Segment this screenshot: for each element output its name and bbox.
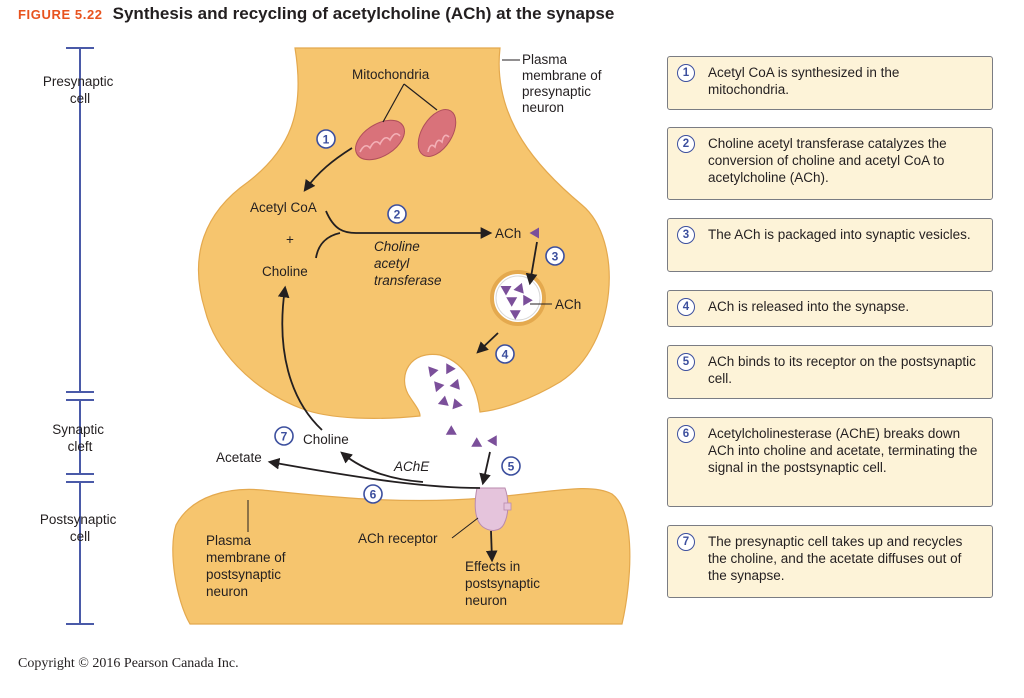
step-box-3: 3 The ACh is packaged into synaptic vesi…	[667, 218, 993, 272]
arrow-choline-join	[315, 232, 341, 259]
ach-receptor-leader	[451, 517, 479, 539]
ach-molecule	[506, 297, 518, 307]
ach-molecule	[445, 425, 457, 435]
step-number: 1	[677, 64, 695, 82]
pathway-arrows	[267, 147, 538, 563]
acetyl-coa-label: Acetyl CoA	[250, 200, 317, 215]
choline-top-label: Choline	[262, 264, 308, 279]
cleft-label: Synaptic cleft	[52, 422, 108, 454]
presynaptic-label: Presynaptic cell	[43, 74, 117, 106]
ach-molecule	[523, 294, 533, 306]
step-text: ACh binds to its receptor on the postsyn…	[708, 354, 976, 386]
plasma-post-label: Plasma membrane of postsynaptic neuron	[206, 533, 289, 599]
mitochondrion-right	[417, 109, 457, 157]
arrow-vesicle-release	[476, 332, 499, 354]
svg-text:2: 2	[394, 208, 401, 222]
svg-text:5: 5	[508, 460, 515, 474]
step-number: 5	[677, 353, 695, 371]
step-box-5: 5 ACh binds to its receptor on the posts…	[667, 345, 993, 399]
svg-text:4: 4	[502, 348, 509, 362]
marker-4: 4	[495, 344, 515, 364]
plus-label: +	[286, 232, 294, 247]
ach-molecule	[434, 381, 445, 393]
ach-molecule	[509, 310, 521, 320]
diagram-labels: Mitochondria Plasma membrane of presynap…	[206, 52, 605, 608]
arrow-ach-to-vesicle	[525, 241, 538, 286]
arrow-synthesis-main	[325, 210, 493, 239]
step-markers: 1 2 3 4 5 6 7	[274, 129, 565, 504]
step-box-7: 7 The presynaptic cell takes up and recy…	[667, 525, 993, 598]
enzyme-label: Choline acetyl transferase	[374, 239, 442, 288]
svg-text:3: 3	[552, 250, 559, 264]
ach-molecule	[452, 398, 463, 410]
step-text: Acetylcholinesterase (AChE) breaks down …	[708, 426, 978, 475]
step-text: The presynaptic cell takes up and recycl…	[708, 534, 963, 583]
figure-title-text: Synthesis and recycling of acetylcholine…	[112, 4, 615, 23]
arrow-effects	[485, 530, 498, 563]
arrow-ach-to-receptor	[479, 451, 491, 486]
region-scale-bar	[66, 47, 94, 625]
postsynaptic-cell	[172, 487, 631, 625]
step-number: 2	[677, 135, 695, 153]
step-number: 4	[677, 298, 695, 316]
step-number: 7	[677, 533, 695, 551]
ach-molecule	[437, 395, 449, 406]
leader-lines	[247, 59, 552, 539]
ach-molecule	[487, 435, 497, 447]
step-box-4: 4 ACh is released into the synapse.	[667, 290, 993, 327]
arrow-breakdown-acetate	[267, 457, 481, 489]
ache-label: AChE	[393, 459, 430, 474]
synaptic-vesicle	[490, 270, 546, 326]
marker-1: 1	[316, 129, 336, 149]
marker-2: 2	[387, 204, 407, 224]
ach-vesicle-label: ACh	[555, 297, 581, 312]
step-text: Choline acetyl transferase catalyzes the…	[708, 136, 947, 185]
step-box-2: 2 Choline acetyl transferase catalyzes t…	[667, 127, 993, 200]
ach-molecule	[449, 378, 460, 390]
mitochondria-label: Mitochondria	[352, 67, 430, 82]
arrow-mito-to-acetylcoa	[303, 147, 353, 192]
mitochondrion-left	[355, 119, 405, 161]
svg-text:7: 7	[281, 430, 288, 444]
svg-text:1: 1	[323, 133, 330, 147]
marker-3: 3	[545, 246, 565, 266]
ach-receptor	[474, 487, 512, 531]
step-text: The ACh is packaged into synaptic vesicl…	[708, 227, 971, 242]
step-box-6: 6 Acetylcholinesterase (AChE) breaks dow…	[667, 417, 993, 507]
arrow-choline-recycle	[277, 285, 323, 431]
postsynaptic-label: Postsynaptic cell	[40, 512, 120, 544]
ach-product-label: ACh	[495, 226, 521, 241]
step-number: 3	[677, 226, 695, 244]
ach-molecule	[428, 366, 439, 378]
step-text: ACh is released into the synapse.	[708, 299, 910, 314]
ach-receptor-label: ACh receptor	[358, 531, 438, 546]
step-box-1: 1 Acetyl CoA is synthesized in the mitoc…	[667, 56, 993, 110]
copyright-notice: Copyright © 2016 Pearson Canada Inc.	[18, 656, 239, 671]
acetate-label: Acetate	[216, 450, 262, 465]
region-labels: Presynaptic cell Synaptic cleft Postsyna…	[40, 74, 120, 544]
choline-cleft-label: Choline	[303, 432, 349, 447]
marker-7: 7	[274, 426, 294, 446]
svg-text:6: 6	[370, 488, 377, 502]
ach-molecule	[513, 282, 524, 294]
figure-title: FIGURE 5.22 Synthesis and recycling of ac…	[18, 4, 614, 24]
ach-molecule	[500, 286, 512, 296]
effects-label: Effects in postsynaptic neuron	[465, 559, 544, 608]
arrow-breakdown-choline	[340, 451, 424, 483]
figure-label: FIGURE 5.22	[18, 7, 103, 22]
step-text: Acetyl CoA is synthesized in the mitocho…	[708, 65, 900, 97]
ach-molecule	[529, 227, 539, 239]
mitochondria-leader-lines	[382, 83, 438, 123]
ach-molecule	[471, 437, 483, 447]
marker-5: 5	[501, 456, 521, 476]
step-number: 6	[677, 425, 695, 443]
plasma-pre-label: Plasma membrane of presynaptic neuron	[522, 52, 605, 115]
ach-molecule	[446, 363, 456, 375]
marker-6: 6	[363, 484, 383, 504]
